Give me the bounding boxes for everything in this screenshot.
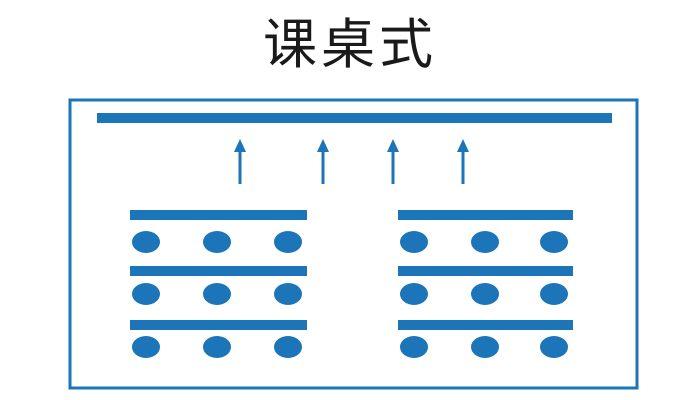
seat	[471, 283, 499, 305]
seat	[274, 336, 302, 358]
seat	[540, 336, 568, 358]
desk-group-left	[130, 210, 307, 358]
seat	[274, 231, 302, 253]
arrows-group	[234, 139, 469, 184]
seat	[471, 336, 499, 358]
seat	[540, 231, 568, 253]
forward-arrow	[317, 139, 329, 184]
desk	[398, 266, 573, 276]
seat	[274, 283, 302, 305]
seat	[203, 283, 231, 305]
desk	[130, 266, 307, 276]
forward-arrow	[457, 139, 469, 184]
seat	[203, 336, 231, 358]
seat	[471, 231, 499, 253]
forward-arrow	[387, 139, 399, 184]
seat	[540, 283, 568, 305]
desk-group-right	[398, 210, 573, 358]
room-outline	[68, 98, 639, 390]
seat	[132, 283, 160, 305]
forward-arrow	[234, 139, 246, 184]
desk	[130, 320, 307, 330]
seat	[203, 231, 231, 253]
seat	[400, 336, 428, 358]
desk	[398, 320, 573, 330]
seat	[400, 231, 428, 253]
diagram-title: 课桌式	[263, 13, 437, 76]
seat	[132, 336, 160, 358]
desk	[398, 210, 573, 220]
seat	[132, 231, 160, 253]
desk	[130, 210, 307, 220]
front-board	[97, 113, 612, 123]
seat	[400, 283, 428, 305]
